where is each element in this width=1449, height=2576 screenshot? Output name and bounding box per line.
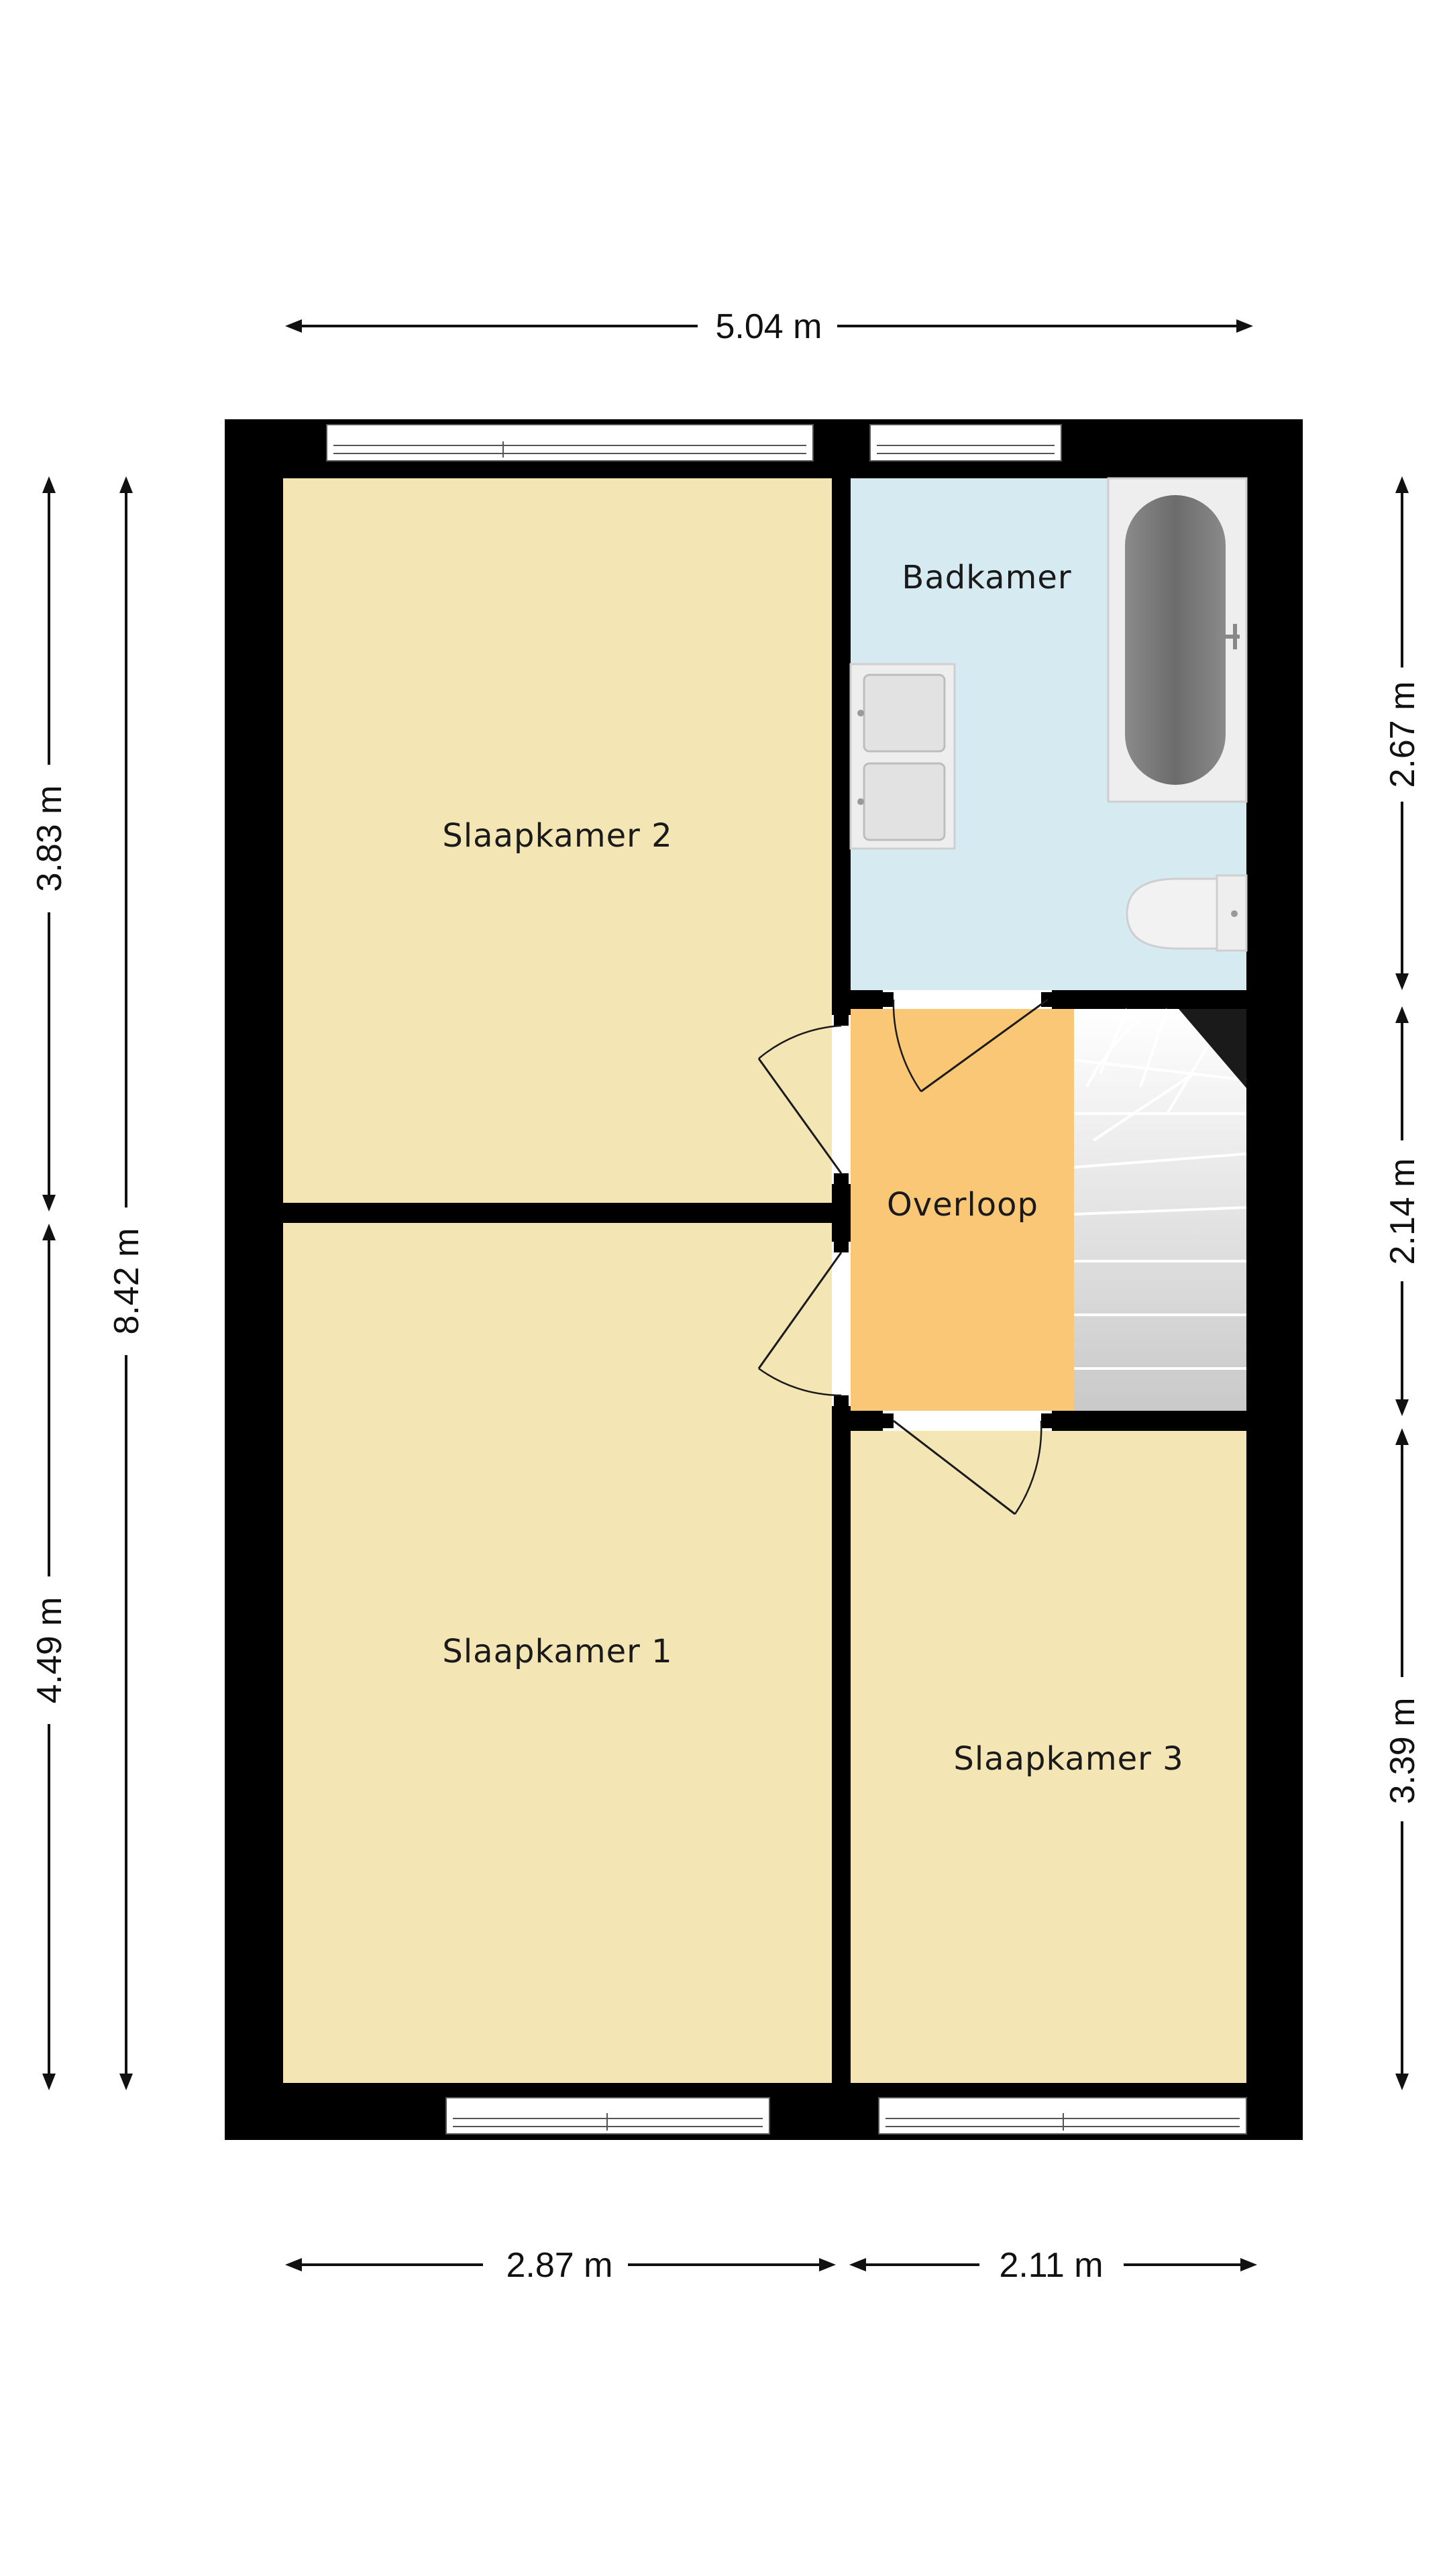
room-slaapkamer-1 — [283, 1223, 832, 2083]
label-slaapkamer-2: Slaapkamer 2 — [442, 817, 672, 855]
dimension-right-middle: 2.14 m — [1383, 1006, 1422, 1416]
dim-label-left-upper: 3.83 m — [30, 786, 69, 892]
double-sink-icon — [849, 663, 956, 850]
label-slaapkamer-1: Slaapkamer 1 — [442, 1633, 672, 1670]
toilet-icon — [1126, 874, 1248, 952]
dim-label-top-total: 5.04 m — [716, 307, 822, 346]
dimension-top-total: 5.04 m — [285, 307, 1253, 346]
dim-label-right-lower: 3.39 m — [1383, 1698, 1422, 1805]
stair-void — [1179, 1009, 1246, 1088]
bathtub-icon — [1107, 477, 1248, 803]
dim-label-bottom-left: 2.87 m — [506, 2246, 613, 2285]
dim-label-left-lower: 4.49 m — [30, 1597, 69, 1704]
label-slaapkamer-3: Slaapkamer 3 — [953, 1740, 1183, 1778]
dim-label-right-middle: 2.14 m — [1383, 1159, 1422, 1265]
label-overloop: Overloop — [887, 1186, 1038, 1224]
dimension-left-total: 8.42 m — [107, 476, 146, 2090]
dimension-left-upper: 3.83 m — [30, 476, 69, 1212]
staircase-icon — [1073, 1008, 1247, 1370]
dim-label-bottom-right: 2.11 m — [999, 2246, 1103, 2285]
room-slaapkamer-3 — [851, 1431, 1246, 2083]
dim-label-right-upper: 2.67 m — [1383, 682, 1422, 788]
label-badkamer: Badkamer — [902, 559, 1071, 596]
room-overloop — [851, 1009, 1074, 1411]
dimension-right-lower: 3.39 m — [1383, 1428, 1422, 2090]
dimension-bottom-left: 2.87 m — [285, 2246, 836, 2285]
dimension-left-lower: 4.49 m — [30, 1224, 69, 2090]
dimension-bottom-right: 2.11 m — [849, 2246, 1257, 2285]
window-icon — [326, 424, 1247, 2135]
room-slaapkamer-2 — [283, 478, 832, 1203]
dimension-right-upper: 2.67 m — [1383, 476, 1422, 990]
dim-label-left-total: 8.42 m — [107, 1228, 146, 1335]
door-icon — [757, 990, 1052, 1515]
